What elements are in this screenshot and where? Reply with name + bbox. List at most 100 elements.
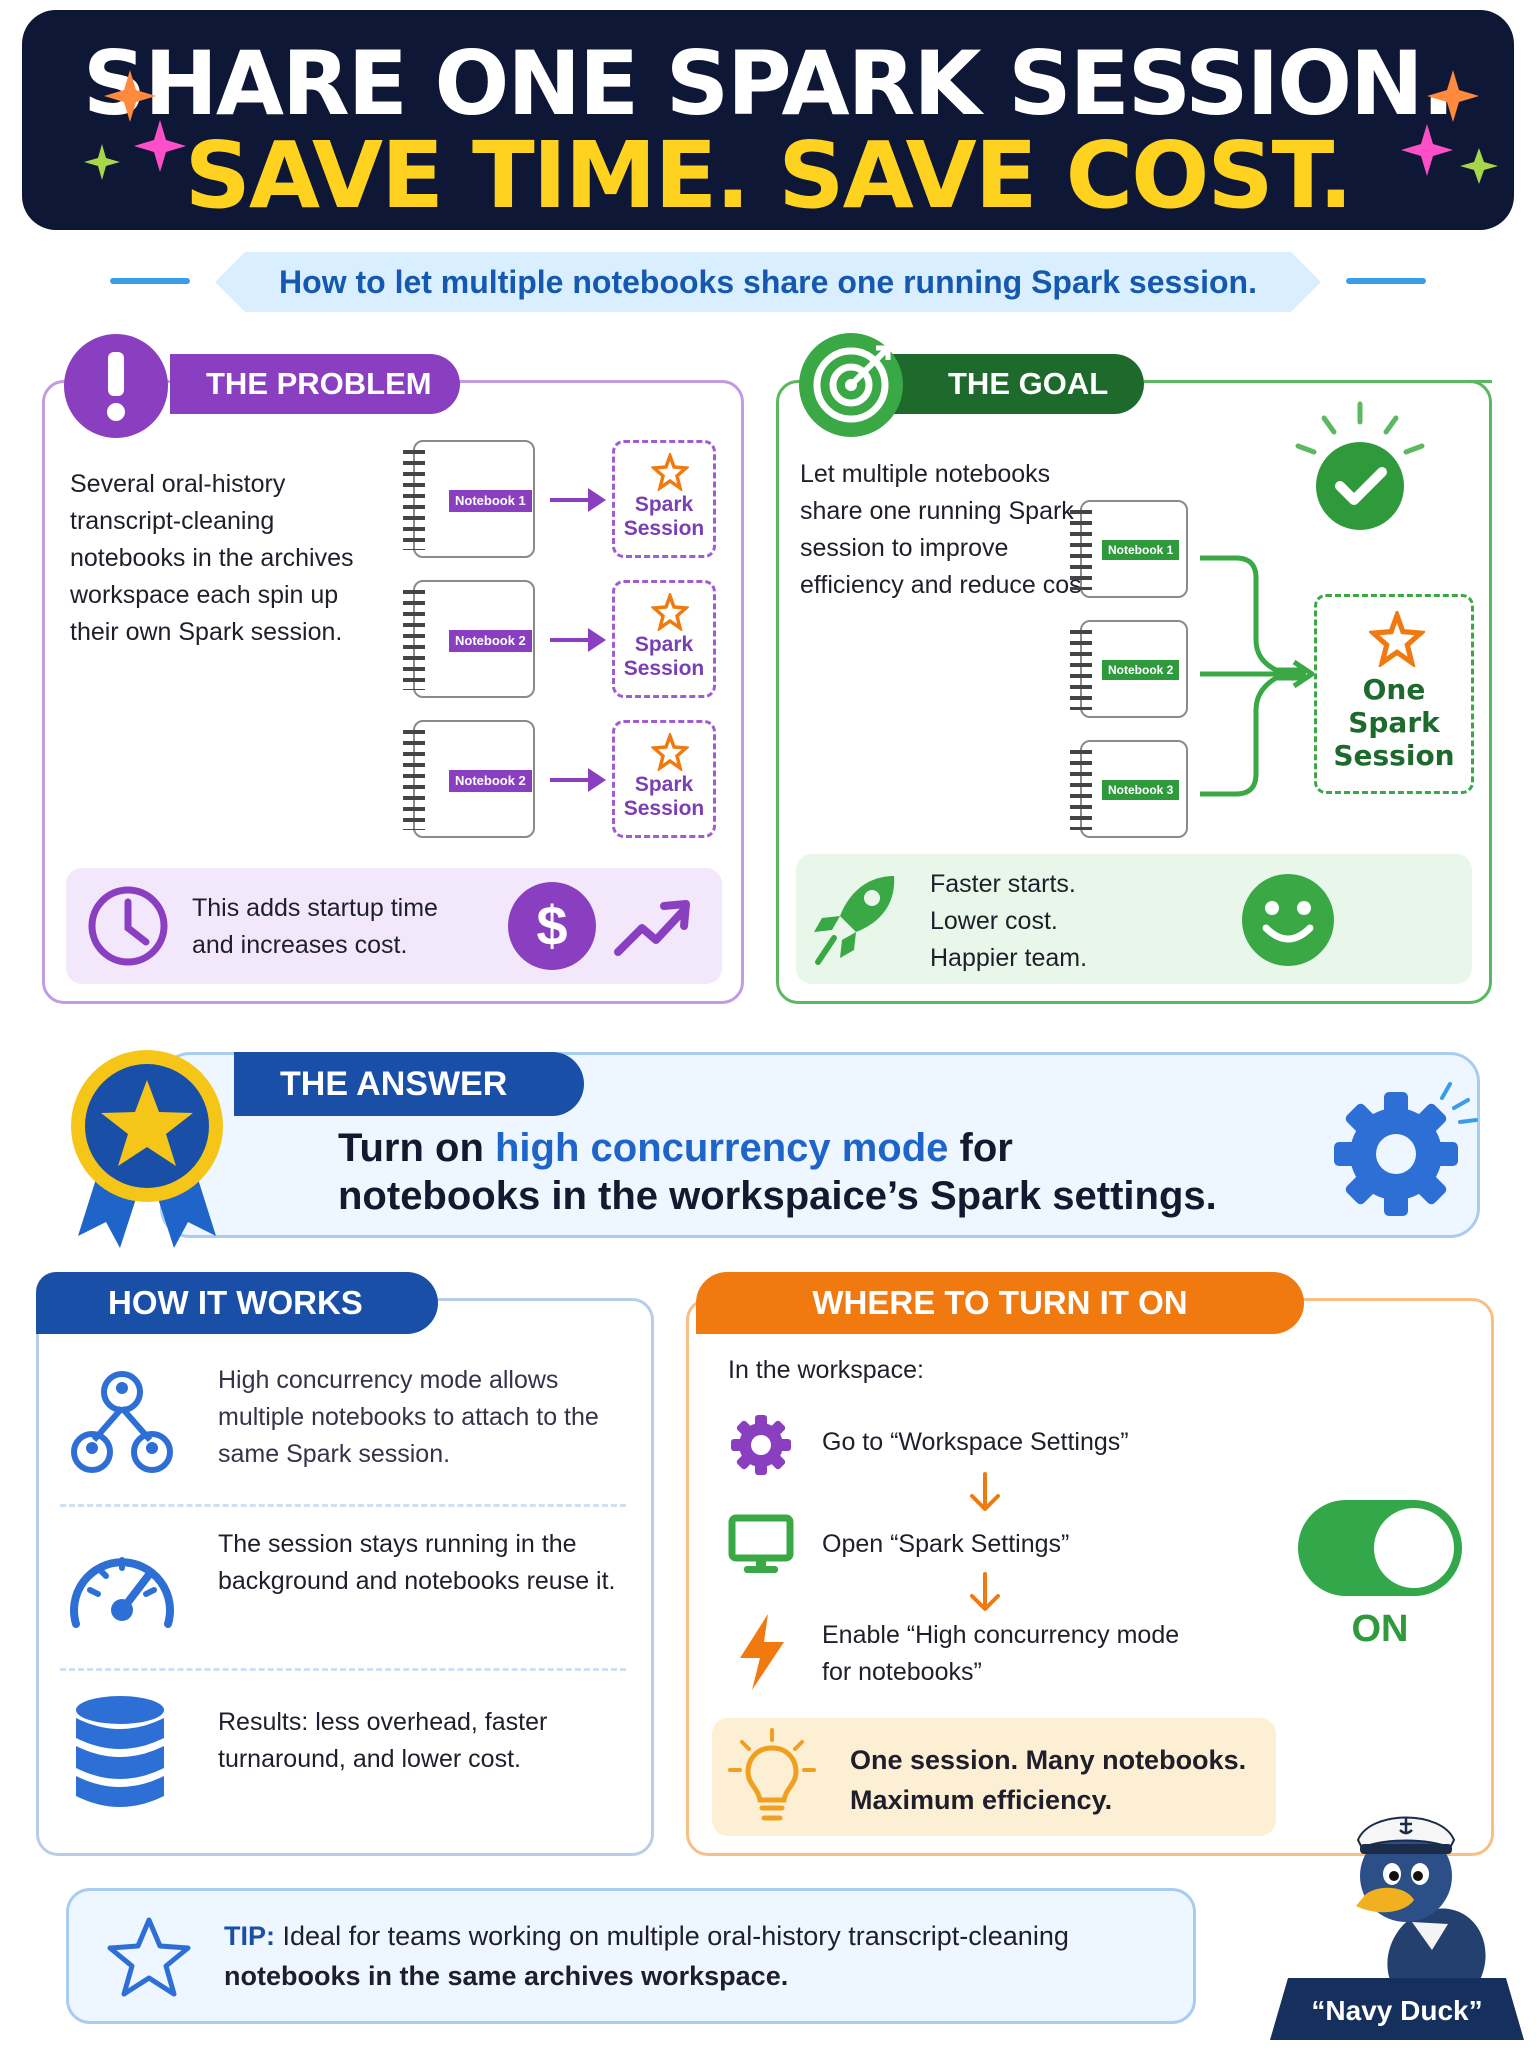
target-icon	[799, 333, 903, 437]
monitor-icon	[728, 1514, 794, 1573]
decor-dash	[110, 278, 190, 284]
problem-title: THE PROBLEM	[170, 354, 460, 414]
notebook-label: Notebook 1	[449, 490, 532, 512]
headline-line-2: SAVE TIME. SAVE COST.	[184, 122, 1354, 229]
problem-footer-text: This adds startup time and increases cos…	[192, 894, 438, 959]
toggle-on-label: ON	[1351, 1608, 1409, 1650]
session-label: Session	[1333, 739, 1455, 772]
tip-label: TIP:	[224, 1921, 275, 1951]
gear-icon	[1334, 1082, 1478, 1216]
gear-icon	[731, 1415, 791, 1475]
arrow-right-icon	[550, 488, 606, 512]
users-network-icon	[71, 1371, 173, 1473]
spark-star-icon	[651, 733, 689, 771]
one-spark-session-box: One Spark Session	[1314, 594, 1474, 794]
where-intro: In the workspace:	[728, 1356, 924, 1384]
notebook-label: Notebook 3	[1102, 780, 1180, 800]
where-step-1: Go to “Workspace Settings”	[822, 1428, 1129, 1456]
arrow-down-icon	[970, 1572, 1000, 1611]
arrow-right-icon	[550, 768, 606, 792]
lightning-icon	[740, 1614, 784, 1690]
tip-panel	[66, 1888, 1196, 2024]
spark-label: Spark	[634, 773, 694, 796]
goal-title: THE GOAL	[884, 354, 1144, 414]
goal-text: Let multiple notebooks share one running…	[800, 460, 1096, 599]
database-icon	[76, 1696, 164, 1807]
answer-text: Turn on high concurrency mode for notebo…	[338, 1124, 1298, 1220]
lightbulb-icon	[728, 1728, 816, 1821]
navy-duck-mascot	[1356, 1816, 1486, 1980]
answer-pre: Turn on	[338, 1126, 495, 1170]
notebook-label: Notebook 2	[449, 770, 532, 792]
where-tip-line-2: Maximum efficiency.	[850, 1785, 1113, 1815]
divider	[60, 1504, 626, 1507]
header-banner: SHARE ONE SPARK SESSION. SAVE TIME. SAVE…	[22, 10, 1514, 230]
goal-footer-line-1: Faster starts.	[930, 870, 1076, 898]
how-title: HOW IT WORKS	[36, 1272, 438, 1334]
session-label: Session	[623, 797, 705, 820]
notebook-icon: Notebook 2	[1070, 620, 1188, 718]
tip-line-2: notebooks in the same archives workspace…	[224, 1961, 789, 1991]
checkmark-icon	[1295, 401, 1425, 530]
goal-footer-line-3: Happier team.	[930, 944, 1088, 972]
spark-label: Spark	[1348, 706, 1440, 739]
how-item-2: The session stays running in the backgro…	[218, 1530, 616, 1595]
spark-label: Spark	[634, 633, 694, 656]
goal-footer-line-2: Lower cost.	[930, 907, 1058, 935]
answer-title: THE ANSWER	[234, 1052, 584, 1116]
high-concurrency-toggle[interactable]	[1298, 1500, 1462, 1596]
star-icon	[107, 1917, 191, 1997]
answer-post: for	[948, 1126, 1013, 1170]
notebook-label: Notebook 2	[1102, 660, 1180, 680]
notebook-icon: Notebook 1	[1070, 500, 1188, 598]
spark-star-icon	[1369, 611, 1425, 667]
dollar-icon: $	[508, 882, 596, 970]
speedometer-icon	[70, 1557, 174, 1628]
trend-up-icon	[614, 900, 690, 956]
tip-line-1: Ideal for teams working on multiple oral…	[282, 1921, 1069, 1951]
clock-icon	[88, 886, 168, 966]
mascot-name: “Navy Duck”	[1311, 1995, 1483, 2026]
session-label: Session	[623, 517, 705, 540]
exclamation-icon	[64, 334, 168, 438]
where-tip-line-1: One session. Many notebooks.	[850, 1745, 1247, 1775]
goal-footer	[796, 854, 1472, 984]
where-step-3-line-1: Enable “High concurrency mode	[822, 1621, 1180, 1649]
where-title: WHERE TO TURN IT ON	[696, 1272, 1304, 1334]
rocket-icon	[814, 876, 895, 965]
answer-line-2: notebooks in the workspaice’s Spark sett…	[338, 1174, 1217, 1218]
sparkle-icon	[84, 70, 186, 180]
where-step-2: Open “Spark Settings”	[822, 1530, 1070, 1558]
subtitle-ribbon: How to let multiple notebooks share one …	[215, 252, 1321, 312]
toggle-knob	[1374, 1508, 1454, 1588]
notebook-icon: Notebook 2	[403, 720, 535, 838]
answer-highlight: high concurrency mode	[495, 1126, 949, 1170]
spark-label: Spark	[634, 493, 694, 516]
subtitle-text: How to let multiple notebooks share one …	[279, 264, 1257, 300]
where-step-3-line-2: for notebooks”	[822, 1658, 982, 1686]
problem-text: Several oral-history transcript-cleaning…	[70, 470, 354, 646]
sparkle-icon	[1401, 70, 1498, 184]
where-tip-box	[712, 1718, 1276, 1836]
how-item-3: Results: less overhead, faster turnaroun…	[218, 1708, 548, 1773]
spark-star-icon	[651, 453, 689, 491]
notebook-label: Notebook 2	[449, 630, 532, 652]
one-label: One	[1362, 673, 1426, 706]
problem-footer	[66, 868, 722, 984]
notebook-label: Notebook 1	[1102, 540, 1180, 560]
notebook-icon: Notebook 1	[403, 440, 535, 558]
decor-dash	[1346, 278, 1426, 284]
divider	[60, 1668, 626, 1671]
notebook-icon: Notebook 2	[403, 580, 535, 698]
session-label: Session	[623, 657, 705, 680]
spark-star-icon	[651, 593, 689, 631]
notebook-icon: Notebook 3	[1070, 740, 1188, 838]
how-item-1: High concurrency mode allows multiple no…	[218, 1366, 599, 1468]
arrow-down-icon	[970, 1472, 1000, 1511]
mascot-nameplate: “Navy Duck”	[1270, 1978, 1524, 2040]
award-ribbon-icon	[71, 1050, 223, 1248]
headline-line-1: SHARE ONE SPARK SESSION.	[82, 32, 1455, 135]
merge-connector	[1200, 555, 1315, 797]
